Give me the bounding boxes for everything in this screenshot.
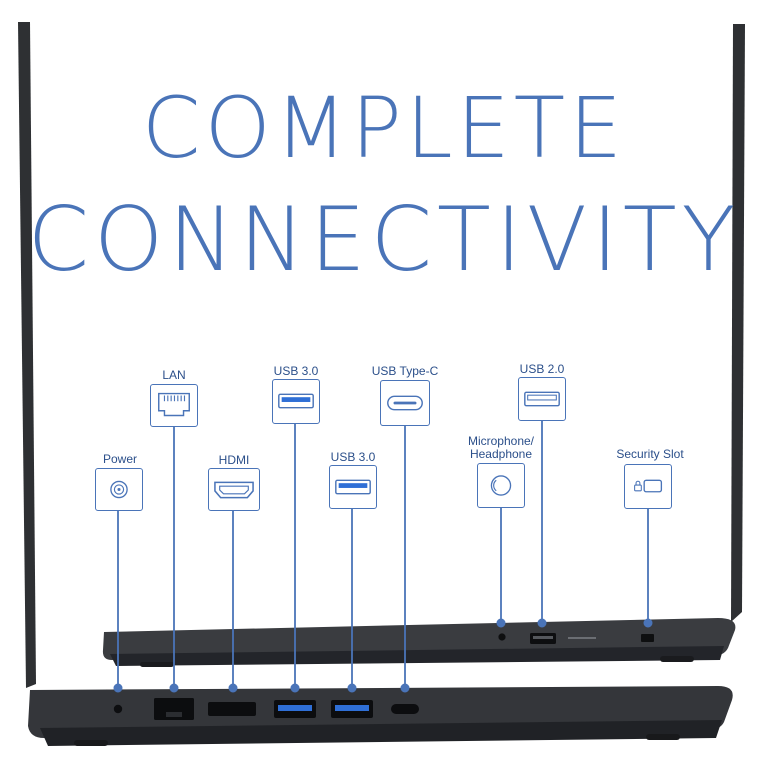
lan-label: LAN: [162, 368, 186, 382]
leader-lines: [113, 421, 653, 693]
usbc-port-box: [380, 380, 430, 426]
security-port-box: [624, 464, 672, 509]
headline-line-1: COMPLETE: [141, 79, 627, 177]
audio-port-box: [477, 463, 525, 508]
usb3-top-port-box: [272, 379, 320, 424]
front-laptop-side: [28, 686, 733, 746]
right-lid-edge: [731, 24, 745, 622]
headline-line-2: CONNECTIVITY: [27, 188, 741, 291]
usb3-top-label: USB 3.0: [273, 364, 319, 378]
audio-label-line-1: Microphone/: [467, 434, 535, 448]
usb2-label: USB 2.0: [519, 362, 565, 376]
usb-3-icon: [335, 479, 371, 495]
usb3-lower-label: USB 3.0: [330, 450, 376, 464]
hdmi-icon: [214, 481, 254, 499]
usb-2-icon: [524, 391, 560, 407]
usb3-lower-port-box: [329, 465, 377, 509]
usb-c-icon: [387, 395, 423, 411]
audio-label: Microphone/ Headphone: [468, 435, 534, 460]
usb-3-icon: [278, 393, 314, 409]
ethernet-icon: [158, 392, 190, 417]
audio-label-line-2: Headphone: [469, 446, 533, 461]
security-label: Security Slot: [616, 447, 684, 461]
lock-icon: [634, 479, 663, 493]
rear-laptop-side: [102, 618, 736, 667]
usbc-label: USB Type-C: [371, 364, 439, 378]
hdmi-label: HDMI: [218, 453, 250, 467]
usb2-port-box: [518, 377, 566, 421]
audio-jack-icon: [490, 475, 512, 496]
power-port-box: [95, 468, 143, 511]
lan-port-box: [150, 384, 198, 427]
power-label: Power: [102, 452, 138, 466]
left-lid-edge: [18, 22, 36, 688]
power-jack-icon: [110, 480, 128, 499]
hdmi-port-box: [208, 468, 260, 511]
